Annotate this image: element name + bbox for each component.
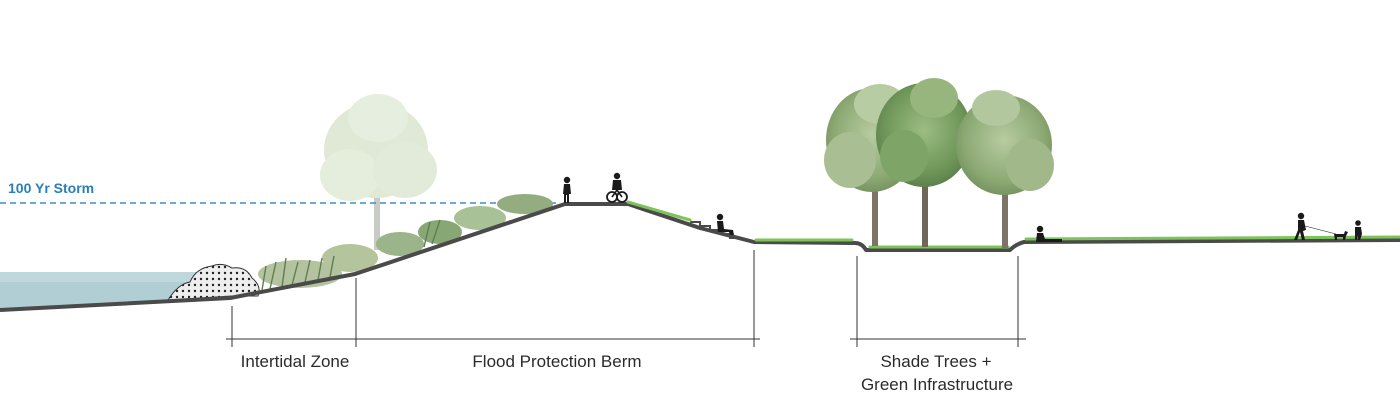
child-person-icon [1355,220,1362,240]
berm-steps [690,221,742,239]
shade-tree-icon [956,90,1054,248]
dog-icon [1334,231,1348,240]
faded-tree-icon [320,94,437,250]
slope-vegetation [258,194,553,291]
walker-person-icon [563,176,571,203]
water-surface-band [0,272,240,282]
flood-protection-berm-label: Flood Protection Berm [472,352,641,371]
walker-person-icon [1294,212,1337,240]
seated-person-icon [716,213,734,235]
lawn-grass [626,200,1400,249]
cyclist-icon [606,172,628,203]
ground-profile [0,202,1400,312]
shade-tree-icon [876,78,972,247]
seated-person-icon [1036,225,1062,242]
storm-label: 100 Yr Storm [8,180,94,196]
dimension-lines [226,250,1026,347]
shade-trees-label-line1: Shade Trees + [880,352,991,371]
riprap-stone-pile [167,263,260,301]
shade-trees-label-line2: Green Infrastructure [861,375,1013,394]
intertidal-zone-label: Intertidal Zone [241,352,350,371]
